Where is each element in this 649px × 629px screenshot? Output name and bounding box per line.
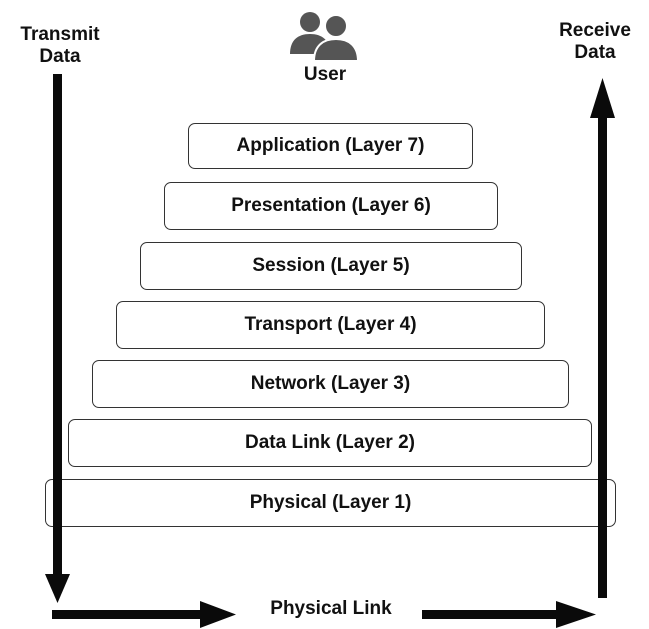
receive-label-line2: Data <box>574 42 616 63</box>
layer-label: Physical (Layer 1) <box>249 492 412 513</box>
layer-box-presentation: Presentation (Layer 6) <box>164 182 498 230</box>
layer-box-session: Session (Layer 5) <box>140 242 522 290</box>
arrow-right-icon <box>422 601 596 628</box>
users-icon <box>290 12 360 62</box>
layer-box-data-link: Data Link (Layer 2) <box>68 419 592 467</box>
receive-label-line1: Receive <box>559 20 631 41</box>
layer-box-transport: Transport (Layer 4) <box>116 301 545 349</box>
layer-box-network: Network (Layer 3) <box>92 360 569 408</box>
layer-box-application: Application (Layer 7) <box>188 123 473 169</box>
physical-link-label: Physical Link <box>270 598 392 619</box>
layer-label: Presentation (Layer 6) <box>231 195 431 216</box>
layer-label: Network (Layer 3) <box>250 373 411 394</box>
receive-data-label: Receive Data <box>552 20 638 64</box>
transmit-data-label: Transmit Data <box>6 24 114 68</box>
user-label: User <box>303 64 347 85</box>
arrow-right-icon <box>52 601 236 628</box>
transmit-label-line2: Data <box>39 46 81 67</box>
layer-label: Data Link (Layer 2) <box>245 432 415 453</box>
layer-label: Application (Layer 7) <box>236 135 425 156</box>
transmit-label-line1: Transmit <box>20 24 100 45</box>
layer-box-physical: Physical (Layer 1) <box>45 479 616 527</box>
layer-label: Session (Layer 5) <box>252 255 410 276</box>
layer-label: Transport (Layer 4) <box>244 314 417 335</box>
